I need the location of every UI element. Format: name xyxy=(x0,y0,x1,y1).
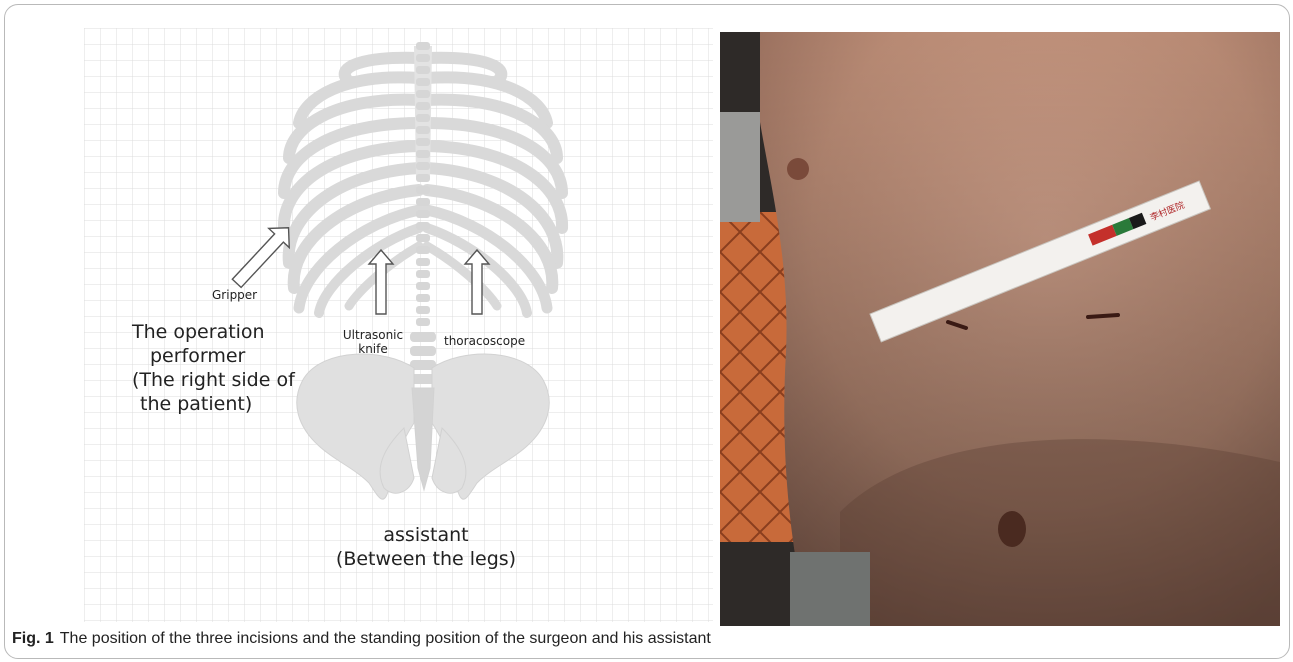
ultrasonic-knife-label-line2: knife xyxy=(338,342,408,356)
ultrasonic-knife-label: Ultrasonic knife xyxy=(338,328,408,356)
patient-photo-image: 李村医院 xyxy=(720,32,1280,626)
operator-label-line2: performer xyxy=(132,344,322,368)
nipple xyxy=(787,158,809,180)
incision-right xyxy=(1088,315,1118,317)
operator-label: The operation performer (The right side … xyxy=(132,320,322,416)
figure-caption-text: The position of the three incisions and … xyxy=(60,630,711,647)
gripper-label: Gripper xyxy=(212,288,257,302)
assistant-label-line1: assistant xyxy=(316,523,536,547)
ultrasonic-knife-label-line1: Ultrasonic xyxy=(338,328,408,342)
operator-label-line1: The operation xyxy=(132,320,322,344)
operator-label-line3: (The right side of xyxy=(132,368,322,392)
grey-sheet xyxy=(720,112,760,222)
figure-label: Fig. 1 xyxy=(12,630,54,647)
assistant-label-line2: (Between the legs) xyxy=(316,547,536,571)
operator-label-line4: the patient) xyxy=(132,392,322,416)
patient-photo: 李村医院 xyxy=(720,32,1280,626)
anatomy-diagram-panel: Gripper Ultrasonic knife thoracoscope Th… xyxy=(84,28,713,622)
figure-caption: Fig. 1 The position of the three incision… xyxy=(12,630,711,648)
navel xyxy=(998,511,1026,547)
thoracoscope-label: thoracoscope xyxy=(444,334,525,348)
assistant-label: assistant (Between the legs) xyxy=(316,523,536,571)
grey-cloth xyxy=(790,552,870,626)
